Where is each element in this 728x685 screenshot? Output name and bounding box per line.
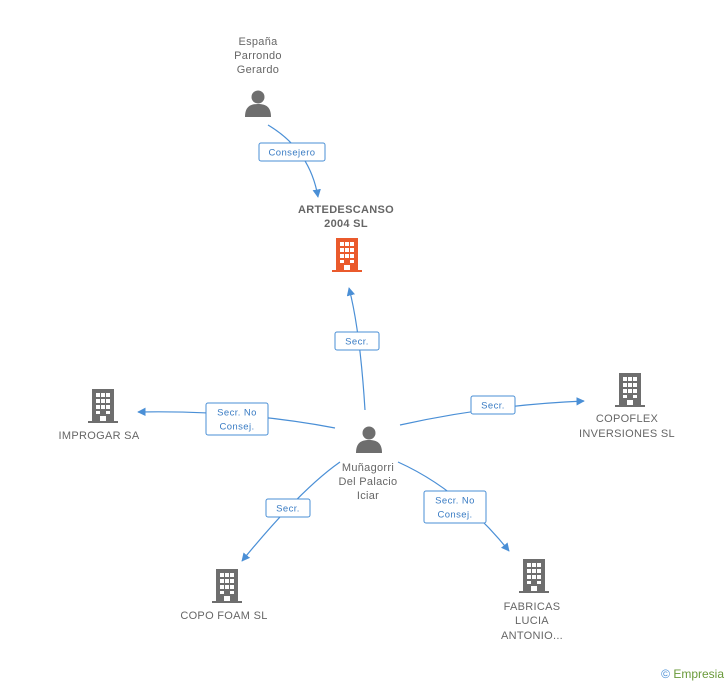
node-artedescanso-2004-sl[interactable]: ARTEDESCANSO 2004 SL — [298, 204, 394, 272]
building-icon — [88, 389, 118, 423]
node-label: Parrondo — [234, 50, 282, 62]
node-label: IMPROGAR SA — [59, 430, 140, 442]
node-espana-parrondo-gerardo[interactable]: España Parrondo Gerardo — [234, 36, 282, 117]
node-munagorri-del-palacio-iciar[interactable]: Muñagorri Del Palacio Iciar — [339, 426, 398, 503]
building-icon — [212, 569, 242, 603]
brand-name: Empresia — [673, 667, 724, 681]
building-icon — [519, 559, 549, 593]
edge-label-text: Consej. — [437, 510, 472, 521]
edge-label-consejero: Consejero — [258, 142, 326, 162]
node-improgar-sa[interactable]: IMPROGAR SA — [59, 389, 140, 442]
node-label: INVERSIONES SL — [579, 428, 675, 440]
edge-label-secr-artedescanso: Secr. — [334, 331, 380, 351]
node-label: FABRICAS — [504, 601, 561, 613]
node-label: Gerardo — [237, 64, 279, 76]
node-label: España — [238, 36, 278, 48]
person-icon — [245, 90, 271, 117]
edge-label-text: Consejero — [269, 148, 316, 159]
empresia-watermark: © Empresia — [661, 667, 724, 681]
copyright-symbol: © — [661, 667, 670, 681]
edge-label-text: Secr. — [345, 337, 369, 348]
edge-label-secr-fabricas: Secr. No Consej. — [423, 490, 487, 524]
node-label: Del Palacio — [339, 476, 398, 488]
node-label: Muñagorri — [342, 462, 394, 474]
node-label: ANTONIO... — [501, 630, 563, 642]
node-fabricas-lucia-antonio[interactable]: FABRICAS LUCIA ANTONIO... — [501, 559, 563, 642]
edge-label-secr-improgar: Secr. No Consej. — [205, 402, 269, 436]
edge-label-text: Consej. — [219, 422, 254, 433]
node-copo-foam-sl[interactable]: COPO FOAM SL — [180, 569, 267, 622]
node-label: Iciar — [357, 490, 379, 502]
building-icon — [332, 238, 362, 272]
edge-label-secr-copofoam: Secr. — [265, 498, 311, 518]
building-icon — [615, 373, 645, 407]
node-label: COPO FOAM SL — [180, 610, 267, 622]
edge-label-text: Secr. — [276, 504, 300, 515]
node-label: LUCIA — [515, 615, 549, 627]
node-label: 2004 SL — [324, 218, 368, 230]
person-icon — [356, 426, 382, 453]
node-label: ARTEDESCANSO — [298, 204, 394, 216]
edge-label-text: Secr. — [481, 401, 505, 412]
edge-label-secr-copoflex: Secr. — [470, 395, 516, 415]
node-label: COPOFLEX — [596, 413, 659, 425]
node-copoflex-inversiones-sl[interactable]: COPOFLEX INVERSIONES SL — [579, 373, 675, 440]
edge-label-text: Secr. No — [217, 408, 257, 419]
edge-label-text: Secr. No — [435, 496, 475, 507]
